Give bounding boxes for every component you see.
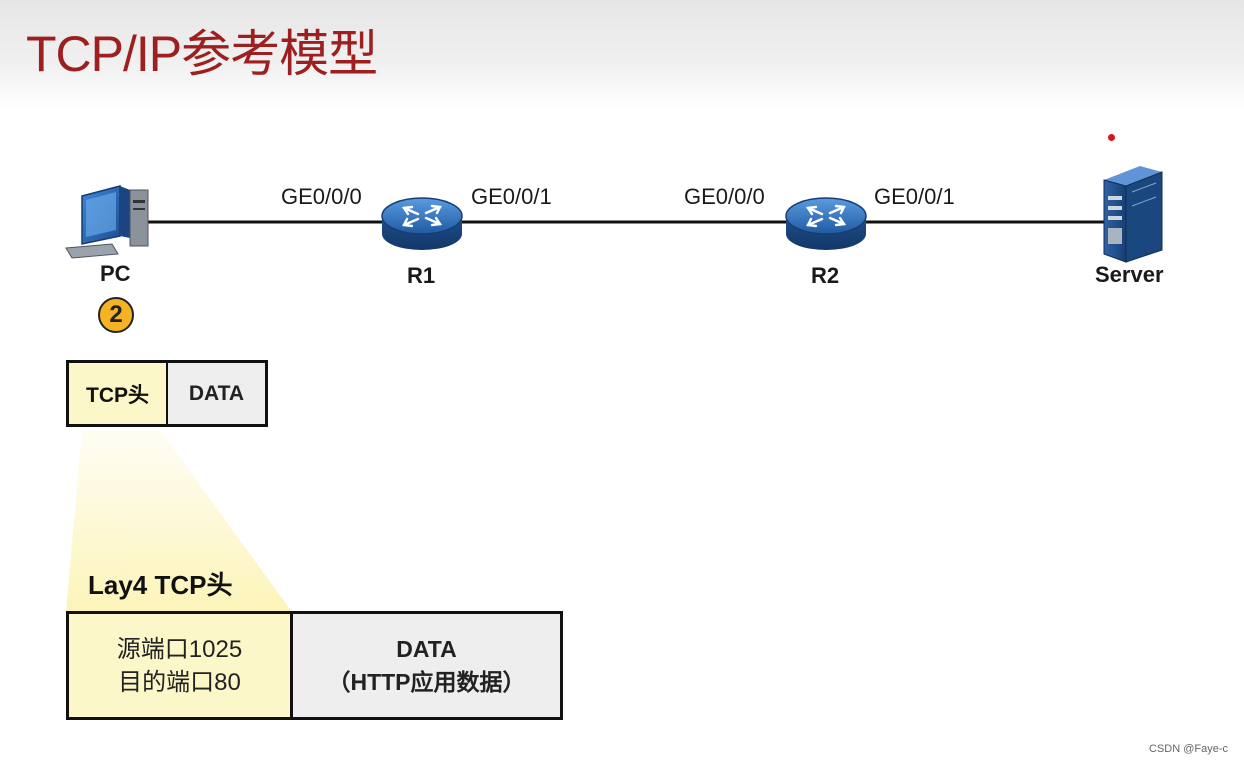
pc-icon: [65, 185, 149, 259]
packet-small: TCP头 DATA: [66, 360, 268, 427]
r1-interface-left-label: GE0/0/0: [281, 184, 362, 209]
http-data-text: （HTTP应用数据）: [327, 668, 526, 695]
r2-interface-right-label: GE0/0/1: [874, 184, 955, 209]
source-port-text: 源端口1025: [116, 635, 243, 663]
data-text: DATA: [396, 635, 457, 662]
r1-interface-right-label: GE0/0/1: [471, 184, 552, 209]
step-number-badge: 2: [98, 297, 134, 333]
router-r1-icon: [381, 197, 463, 250]
packet-detail: 源端口1025 目的端口80 DATA （HTTP应用数据）: [66, 611, 563, 720]
r1-label: R1: [407, 263, 436, 288]
dest-port-text: 目的端口80: [118, 668, 241, 696]
r2-interface-left-label: GE0/0/0: [684, 184, 765, 209]
watermark: CSDN @Faye-c: [1148, 743, 1228, 755]
pc-label: PC: [100, 261, 131, 286]
laser-pointer-dot: [1108, 134, 1115, 141]
r2-label: R2: [811, 263, 840, 288]
router-r2-icon: [785, 197, 867, 250]
server-label: Server: [1095, 262, 1164, 287]
packet-small-data: DATA: [168, 363, 265, 424]
title-band: [0, 0, 1244, 112]
server-tower-icon: [1103, 166, 1163, 263]
tcp-header-detail-title: Lay4 TCP头: [88, 570, 233, 600]
slide-title: TCP/IP参考模型: [26, 26, 378, 82]
packet-small-tcp-header: TCP头: [69, 363, 168, 424]
packet-detail-tcp-header: 源端口1025 目的端口80: [69, 614, 293, 717]
packet-detail-data: DATA （HTTP应用数据）: [293, 614, 560, 717]
